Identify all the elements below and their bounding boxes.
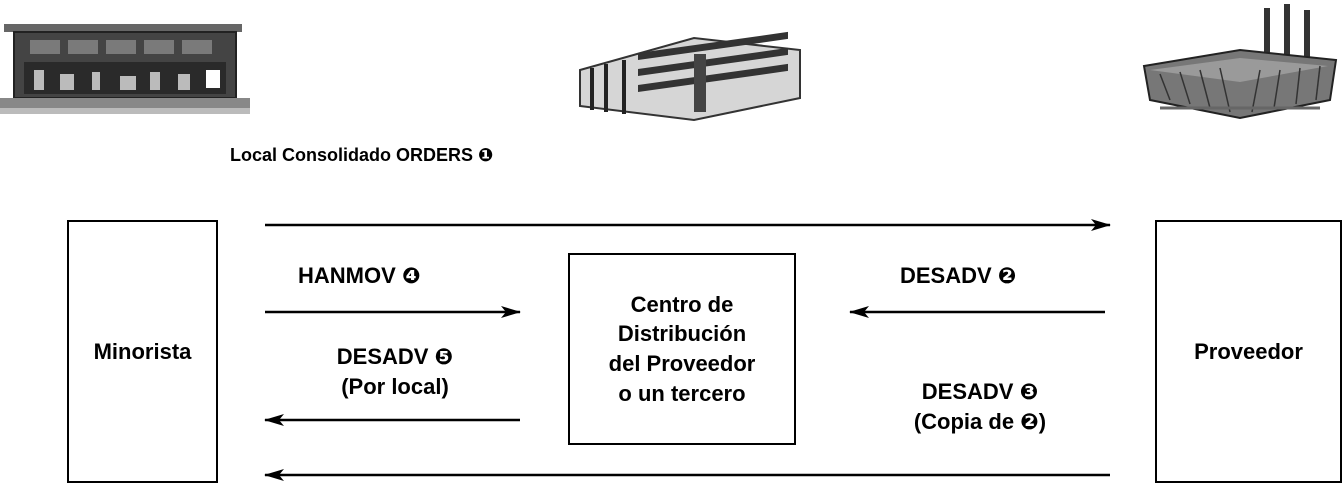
desadv-3-line-1: DESADV ❸ (921, 379, 1039, 404)
desadv-5-label: DESADV ❺ (Por local) (290, 342, 500, 401)
centro-box: Centro de Distribución del Proveedor o u… (568, 253, 796, 445)
orders-label: Local Consolidado ORDERS ❶ (230, 145, 494, 165)
desadv-3-line-2: (Copia de ❷) (913, 408, 1047, 434)
retail-store-icon (0, 24, 250, 114)
centro-line-3: del Proveedor (608, 351, 756, 376)
hanmov-label: HANMOV ❹ (298, 263, 421, 288)
centro-line-2: Distribución (617, 321, 747, 347)
minorista-label: Minorista (93, 338, 192, 364)
desadv-3-label: DESADV ❸ (Copia de ❷) (880, 377, 1080, 436)
minorista-box: Minorista (67, 220, 218, 483)
distribution-center-icon (579, 31, 801, 122)
centro-line-1: Centro de (630, 291, 734, 317)
proveedor-label: Proveedor (1194, 338, 1303, 364)
desadv-5-line-1: DESADV ❺ (336, 344, 454, 369)
proveedor-box: Proveedor (1155, 220, 1342, 483)
factory-icon (1142, 4, 1338, 120)
desadv-2-label: DESADV ❷ (900, 263, 1017, 288)
desadv-5-line-2: (Por local) (341, 373, 449, 399)
centro-line-4: o un tercero (618, 380, 746, 406)
